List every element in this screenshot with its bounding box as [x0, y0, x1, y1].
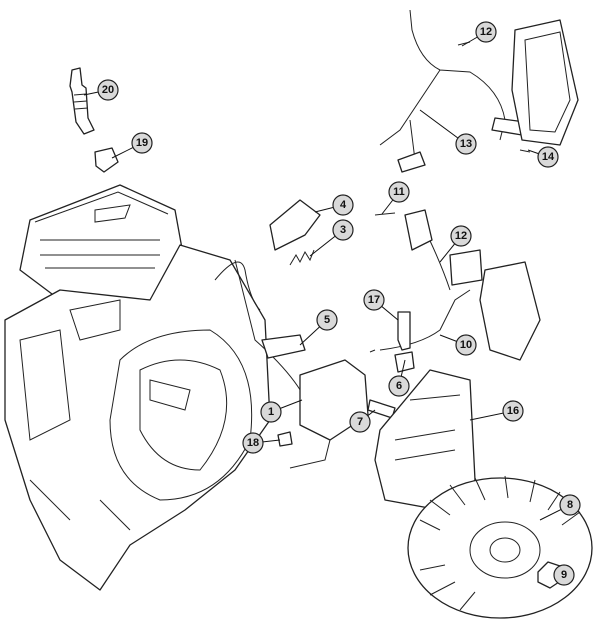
part-callout-14: 14	[537, 146, 559, 168]
callout-circle	[450, 225, 472, 247]
part-callout-7: 7	[349, 411, 371, 433]
part-callout-8: 8	[559, 494, 581, 516]
part-callout-4: 4	[332, 194, 354, 216]
part-callout-17: 17	[363, 289, 385, 311]
module-wire	[289, 439, 331, 469]
part-callout-3: 3	[332, 219, 354, 241]
callout-number: 11	[393, 186, 405, 198]
callout-number: 8	[567, 499, 573, 511]
callout-number: 18	[247, 437, 259, 449]
bolt-17	[397, 311, 411, 351]
callout-number: 17	[368, 294, 380, 306]
part-callout-10: 10	[455, 334, 477, 356]
callout-number: 13	[460, 138, 472, 150]
screw-7	[367, 399, 396, 419]
callout-number: 10	[460, 339, 472, 351]
part-callout-6: 6	[388, 375, 410, 397]
callout-circle	[455, 334, 477, 356]
callout-number: 3	[340, 224, 346, 236]
callout-number: 12	[480, 26, 492, 38]
callout-circle	[131, 132, 153, 154]
part-callout-12: 12	[475, 21, 497, 43]
callout-circle	[537, 146, 559, 168]
hose-4	[269, 199, 321, 251]
callout-circle	[97, 79, 119, 101]
callout-number: 4	[340, 199, 347, 211]
callout-number: 20	[102, 84, 114, 96]
callout-number: 1	[268, 406, 274, 418]
callout-circle	[388, 375, 410, 397]
callout-circle	[242, 432, 264, 454]
part-callout-19: 19	[131, 132, 153, 154]
callout-circle	[559, 494, 581, 516]
callout-circle	[388, 181, 410, 203]
spark-plug	[69, 67, 95, 135]
callout-circle	[475, 21, 497, 43]
callout-number: 9	[561, 569, 567, 581]
callout-circle	[316, 309, 338, 331]
callout-circle	[502, 400, 524, 422]
part-callout-9: 9	[553, 564, 575, 586]
callout-circle	[349, 411, 371, 433]
callout-number: 16	[507, 405, 519, 417]
callout-number: 7	[357, 416, 363, 428]
part-callout-18: 18	[242, 432, 264, 454]
callout-number: 6	[396, 380, 402, 392]
screw-18	[277, 431, 293, 447]
ignition-lead-lower	[369, 209, 541, 373]
ignition-lead-upper	[379, 9, 579, 173]
callout-circle	[332, 194, 354, 216]
bracket-5	[261, 334, 306, 359]
callout-circle	[455, 133, 477, 155]
engine-housing	[4, 184, 271, 591]
callout-circle	[260, 401, 282, 423]
part-callout-12: 12	[450, 225, 472, 247]
spark-plug-cap	[94, 147, 119, 173]
part-callout-20: 20	[97, 79, 119, 101]
part-callout-16: 16	[502, 400, 524, 422]
callout-number: 19	[136, 137, 148, 149]
callout-number: 12	[455, 230, 467, 242]
callout-number: 5	[324, 314, 330, 326]
callout-number: 14	[542, 151, 555, 163]
part-callout-1: 1	[260, 401, 282, 423]
spring-3	[289, 249, 315, 266]
callout-circle	[363, 289, 385, 311]
part-callout-11: 11	[388, 181, 410, 203]
callout-circle	[553, 564, 575, 586]
part-callout-5: 5	[316, 309, 338, 331]
callout-circle	[332, 219, 354, 241]
carrier-detail	[394, 394, 461, 461]
part-callout-13: 13	[455, 133, 477, 155]
